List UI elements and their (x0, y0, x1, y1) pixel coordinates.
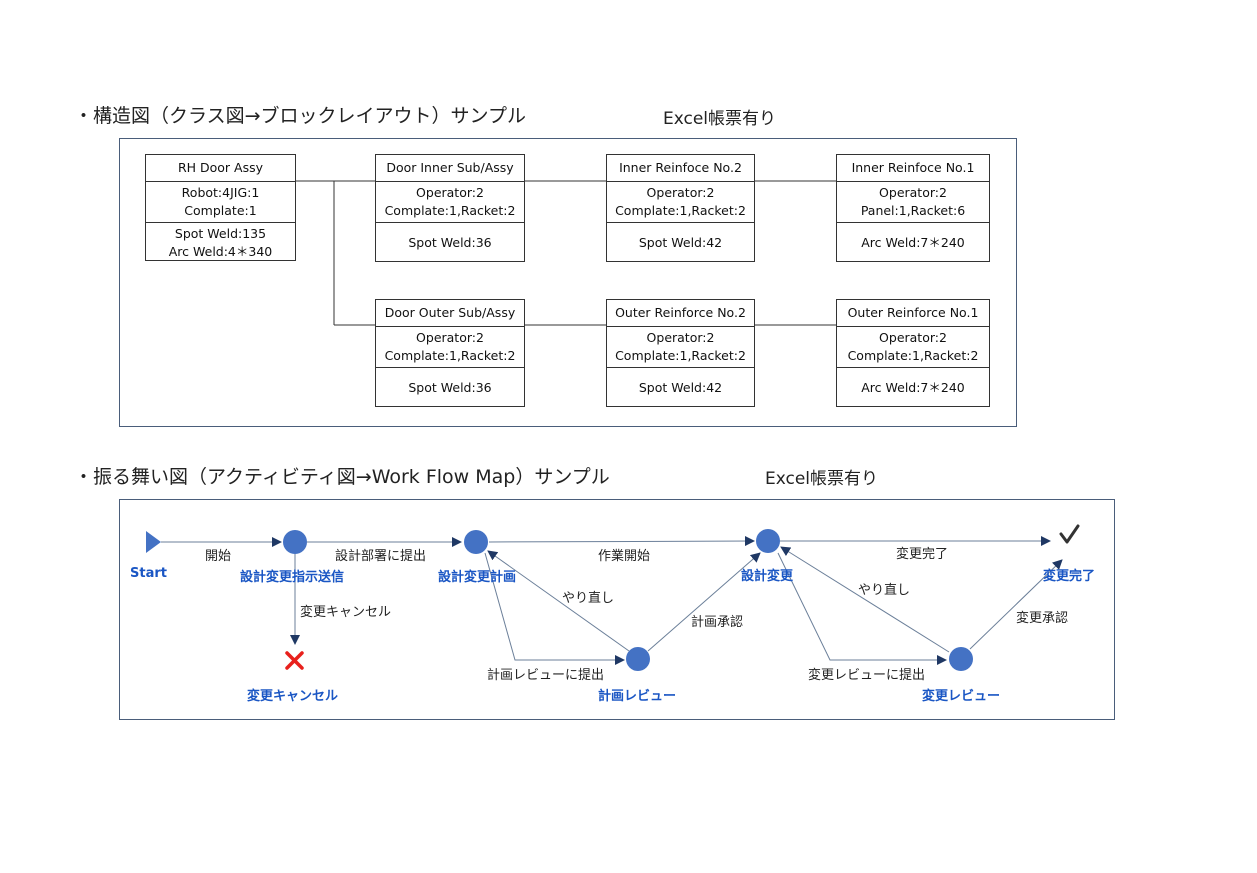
edge-label-redo2: やり直し (858, 583, 911, 598)
node-plan-review (626, 647, 650, 671)
block-attr: Complate:1,Racket:2 (615, 203, 746, 218)
workflow-frame (119, 499, 1115, 720)
edge-label-change-approve: 変更承認 (1016, 611, 1069, 626)
node-label-done: 変更完了 (1043, 569, 1096, 584)
done-check-icon (1059, 524, 1080, 544)
node-label-plan: 設計変更計画 (438, 570, 517, 585)
block-op: Spot Weld:36 (408, 235, 492, 250)
structure-diagram-frame (119, 138, 1017, 427)
block-attr: Complate:1,Racket:2 (384, 348, 516, 363)
node-label-design: 設計変更 (741, 569, 794, 584)
cancel-x-icon (285, 651, 304, 670)
edge-label-work-start: 作業開始 (598, 549, 651, 564)
behavior-excel-note: Excel帳票有り (765, 469, 879, 489)
edge-label-redo1: やり直し (562, 591, 615, 606)
behavior-diagram-title: ・振る舞い図（アクティビティ図→Work Flow Map）サンプル (74, 466, 610, 488)
edge-label-begin: 開始 (205, 549, 232, 564)
block-header: RH Door Assy (146, 155, 295, 182)
edge-label-plan-approve: 計画承認 (691, 615, 744, 630)
block-op: Spot Weld:42 (638, 380, 723, 395)
block-attr: Operator:2 (416, 330, 484, 345)
block-attr: Complate:1,Racket:2 (384, 203, 516, 218)
block-header: Inner Reinfoce No.2 (607, 155, 754, 182)
edge-label-submit-dept: 設計部署に提出 (335, 549, 427, 564)
node-instruct (283, 530, 307, 554)
node-change-review (949, 647, 973, 671)
edge-label-cancel: 変更キャンセル (300, 605, 392, 620)
edge-label-plan-review-submit: 計画レビューに提出 (487, 668, 605, 683)
block-header: Outer Reinforce No.2 (607, 300, 754, 327)
block-header: Door Inner Sub/Assy (376, 155, 524, 182)
edge-label-change-review-submit: 変更レビューに提出 (808, 668, 926, 683)
edge-work-start (488, 536, 755, 547)
edge-label-change-done: 変更完了 (896, 547, 949, 562)
block-op: Spot Weld:36 (408, 380, 492, 395)
node-label-cancel: 変更キャンセル (247, 689, 339, 704)
block-attr: Complate:1,Racket:2 (615, 348, 746, 363)
block-header: Outer Reinforce No.1 (837, 300, 989, 327)
block-attr: Operator:2 (646, 330, 715, 345)
block-op: Arc Weld:7＊240 (861, 235, 965, 250)
block-attr: Operator:2 (879, 185, 947, 200)
block-op: Arc Weld:7＊240 (861, 380, 965, 395)
block-attr: Panel:1,Racket:6 (860, 203, 966, 218)
block-header: Door Outer Sub/Assy (376, 300, 524, 327)
block-attr: Complate:1,Racket:2 (847, 348, 979, 363)
block-op: Arc Weld:4＊340 (168, 244, 273, 259)
edge-redo1 (487, 550, 630, 652)
node-plan (464, 530, 488, 554)
node-label-plan-review: 計画レビュー (598, 689, 677, 704)
structure-excel-note: Excel帳票有り (663, 109, 777, 129)
block-attr: Operator:2 (416, 185, 484, 200)
block-attr: Operator:2 (879, 330, 947, 345)
node-label-change-review: 変更レビュー (922, 689, 1001, 704)
block-op: Spot Weld:135 (174, 226, 267, 241)
edge-plan-approve (647, 552, 761, 652)
edge-change-approve (969, 559, 1063, 650)
node-label-instruct: 設計変更指示送信 (240, 570, 345, 585)
block-op: Spot Weld:42 (638, 235, 723, 250)
block-attr: Operator:2 (646, 185, 715, 200)
edge-plan-review-submit (484, 552, 625, 665)
node-label-start: Start (130, 566, 167, 581)
edge-redo2 (780, 546, 950, 653)
block-header: Inner Reinfoce No.1 (837, 155, 989, 182)
start-triangle-icon (146, 531, 161, 553)
block-attr: Robot:4JIG:1 (181, 185, 260, 200)
structure-diagram-title: ・構造図（クラス図→ブロックレイアウト）サンプル (74, 105, 526, 127)
node-design (756, 529, 780, 553)
edge-change-review-submit (777, 552, 947, 665)
block-attr: Complate:1 (184, 203, 257, 218)
